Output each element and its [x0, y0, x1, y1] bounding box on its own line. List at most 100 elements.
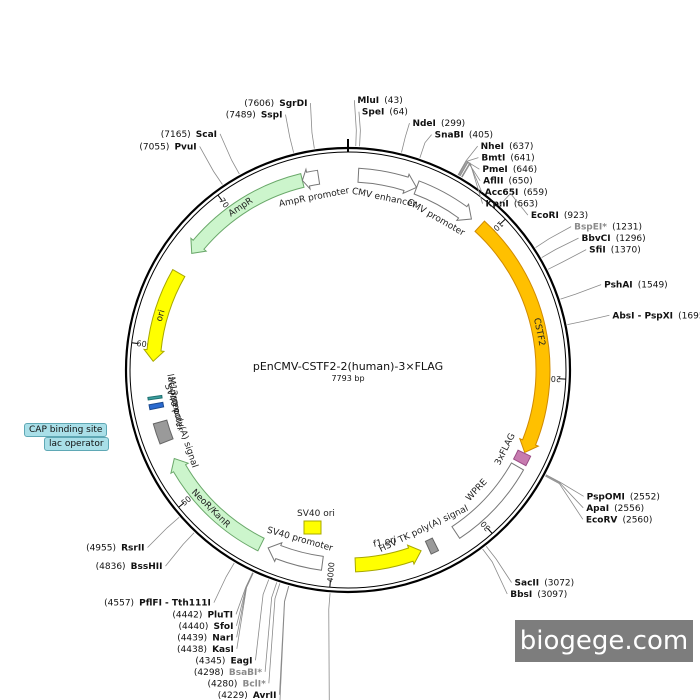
site-apai: ApaI (2556) [545, 475, 644, 515]
feature-shape [267, 541, 324, 571]
feature-shape [451, 462, 525, 540]
site-name: SfiI [589, 246, 606, 256]
site-label: (4440) SfoI [178, 614, 233, 633]
site-label: Acc65I (659) [485, 180, 548, 199]
site-position: (659) [523, 188, 547, 198]
feature-sv40-promoter: SV40 promoter [266, 526, 334, 571]
site-leader-line [285, 114, 295, 153]
site-leader-line [567, 314, 610, 325]
site-position: (4298) [194, 668, 224, 678]
feature-shape [152, 419, 174, 445]
site-leader-line [279, 585, 290, 695]
site-leader-line [499, 192, 529, 216]
site-leader-line [459, 161, 481, 181]
site-sacii: SacII (3072) [485, 546, 574, 589]
feature-shape [357, 167, 418, 195]
tick-mark [329, 580, 331, 588]
feature-label: f1 ori [372, 535, 397, 550]
site-name: EcoRV [586, 515, 618, 525]
feature-cmv-promoter: CMV promoter [405, 180, 473, 239]
site-leader-line [353, 100, 357, 147]
site-name: SgrDI [279, 99, 307, 109]
site-name: BbsI [510, 590, 532, 600]
site-position: (43) [384, 96, 402, 106]
site-label: PspOMI (2552) [587, 484, 660, 503]
site-position: (923) [564, 211, 588, 221]
site-name: EagI [230, 656, 252, 666]
site-leader-line [236, 572, 254, 649]
site-leader-line [482, 548, 508, 595]
site-position: (405) [469, 131, 493, 141]
site-leader-line [545, 475, 584, 509]
site-name: PspOMI [587, 492, 625, 502]
site-position: (1370) [611, 246, 641, 256]
feature-shape [147, 394, 163, 401]
site-leader-line [401, 123, 410, 153]
site-position: (1695) [678, 311, 700, 321]
site-name: SacII [515, 579, 540, 589]
site-position: (637) [509, 142, 533, 152]
site-leader-line [419, 134, 432, 158]
site-snabi: SnaBI (405) [419, 123, 493, 158]
site-name: BclI* [242, 679, 266, 689]
site-pmei: PmeI (646) [459, 161, 537, 176]
site-leader-line [358, 111, 361, 147]
site-position: (3097) [537, 590, 567, 600]
site-absi-pspxi: AbsI - PspXI (1695) [567, 311, 700, 325]
site-label: SnaBI (405) [435, 123, 493, 142]
watermark-logo: biogege.com [515, 620, 693, 662]
site-position: (650) [509, 177, 533, 187]
site-name: SnaBI [435, 131, 464, 141]
site-label: (4280) BclI* [207, 671, 266, 690]
site-rsrii: (4955) RsrII [86, 516, 180, 553]
site-name: ScaI [196, 130, 217, 140]
site-name: KpnI [486, 200, 509, 210]
site-leader-line [219, 133, 240, 175]
site-bbsi: BbsI (3097) [482, 548, 567, 600]
site-position: (4557) [104, 599, 134, 609]
site-name: BsaBI* [229, 668, 262, 678]
site-position: (7489) [226, 111, 256, 121]
site-position: (4955) [86, 543, 116, 553]
site-label: EcoRV (2560) [586, 507, 653, 526]
site-position: (663) [514, 200, 538, 210]
site-bspei: BspEI* (1231) [535, 223, 642, 248]
site-label: BbvCI (1296) [582, 226, 646, 245]
site-leader-line [328, 593, 331, 700]
site-ndei: NdeI (299) [401, 119, 465, 153]
site-pspomi: PspOMI (2552) [545, 474, 660, 503]
site-label: (4836) BssHII [96, 554, 163, 573]
site-name: EcoRI [531, 211, 559, 221]
site-mlui: MluI (43) [353, 88, 403, 147]
site-position: (7055) [139, 142, 169, 152]
site-position: (299) [441, 119, 465, 129]
map-title: pEnCMV-CSTF2-2(human)-3×FLAG [253, 360, 443, 373]
feature-shape [148, 401, 165, 411]
site-pflfi-tth111i: (4557) PflFI - Tth111I [104, 562, 235, 610]
site-name: BbvCI [582, 234, 611, 244]
site-position: (4280) [207, 679, 237, 689]
site-label: (4557) PflFI - Tth111I [104, 591, 211, 610]
tick-mark [499, 218, 506, 225]
site-position: (2552) [630, 492, 660, 502]
site-name: NheI [481, 142, 504, 152]
site-position: (1296) [616, 234, 646, 244]
site-leader-line [264, 582, 278, 672]
site-label: (4438) KasI [177, 637, 234, 656]
plasmid-backbone [124, 139, 572, 594]
site-acc65i: Acc65I (659) [461, 162, 548, 199]
site-position: (1231) [612, 223, 642, 233]
site-leader-line [560, 284, 602, 300]
site-label: (4298) BsaBI* [194, 660, 263, 679]
site-position: (4345) [195, 656, 225, 666]
tick-mark [178, 502, 185, 508]
site-label: ApaI (2556) [586, 496, 644, 515]
site-name: PflFI - Tth111I [139, 599, 211, 609]
site-name: PluTI [207, 610, 233, 620]
site-ecori: EcoRI (923) [499, 192, 588, 221]
site-name: PvuI [174, 142, 196, 152]
site-label: MluI (43) [357, 88, 402, 107]
site-leader-line [545, 474, 584, 497]
feature-shape [303, 520, 322, 535]
